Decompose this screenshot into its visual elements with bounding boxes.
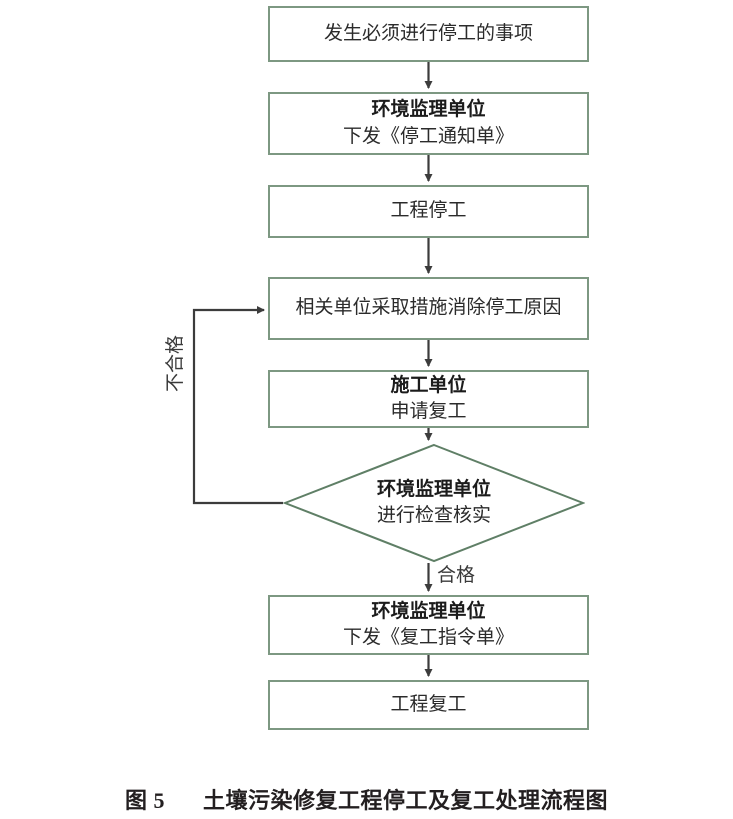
figure-caption-number: 5 (153, 788, 165, 813)
flow-node-inspection-decision: 环境监理单位 进行检查核实 (283, 443, 585, 563)
figure-caption: 图 5 土壤污染修复工程停工及复工处理流程图 (0, 783, 733, 815)
diamond-shape (283, 443, 585, 563)
flow-node-remove-cause-line1: 相关单位采取措施消除停工原因 (295, 297, 562, 319)
flow-node-project-resumed-line1: 工程复工 (390, 693, 467, 715)
flow-node-apply-resume-line2: 申请复工 (390, 401, 467, 422)
flow-node-stop-event: 发生必须进行停工的事项 (268, 6, 589, 62)
flowchart-diagram: 发生必须进行停工的事项 环境监理单位 下发《停工通知单》 工程停工 相关单位采取… (165, 6, 589, 730)
flow-node-apply-resume: 施工单位 申请复工 (268, 370, 589, 428)
flow-node-remove-cause: 相关单位采取措施消除停工原因 (268, 277, 589, 340)
flow-node-issue-resume-order: 环境监理单位 下发《复工指令单》 (268, 595, 589, 655)
flow-node-inspection-decision-line1: 环境监理单位 (376, 479, 491, 501)
flow-node-project-halted: 工程停工 (268, 185, 589, 238)
flow-node-project-halted-line1: 工程停工 (390, 200, 467, 222)
figure-caption-label: 图 (124, 788, 148, 813)
edge-label-fail: 不合格 (165, 334, 186, 392)
flow-node-issue-stop-notice-line2: 下发《停工通知单》 (342, 125, 514, 147)
flow-node-issue-resume-order-line1: 环境监理单位 (371, 600, 486, 622)
flow-node-apply-resume-line1: 施工单位 (390, 374, 467, 396)
flow-node-issue-resume-order-line2: 下发《复工指令单》 (342, 627, 514, 648)
flow-node-issue-stop-notice-line1: 环境监理单位 (371, 99, 486, 121)
flow-node-stop-event-line1: 发生必须进行停工的事项 (323, 22, 533, 44)
figure-caption-title: 土壤污染修复工程停工及复工处理流程图 (203, 788, 609, 813)
flow-node-inspection-decision-line2: 进行检查核实 (376, 505, 491, 526)
edge-label-pass: 合格 (437, 565, 476, 586)
flow-node-project-resumed: 工程复工 (268, 680, 589, 730)
flow-node-issue-stop-notice: 环境监理单位 下发《停工通知单》 (268, 92, 589, 155)
